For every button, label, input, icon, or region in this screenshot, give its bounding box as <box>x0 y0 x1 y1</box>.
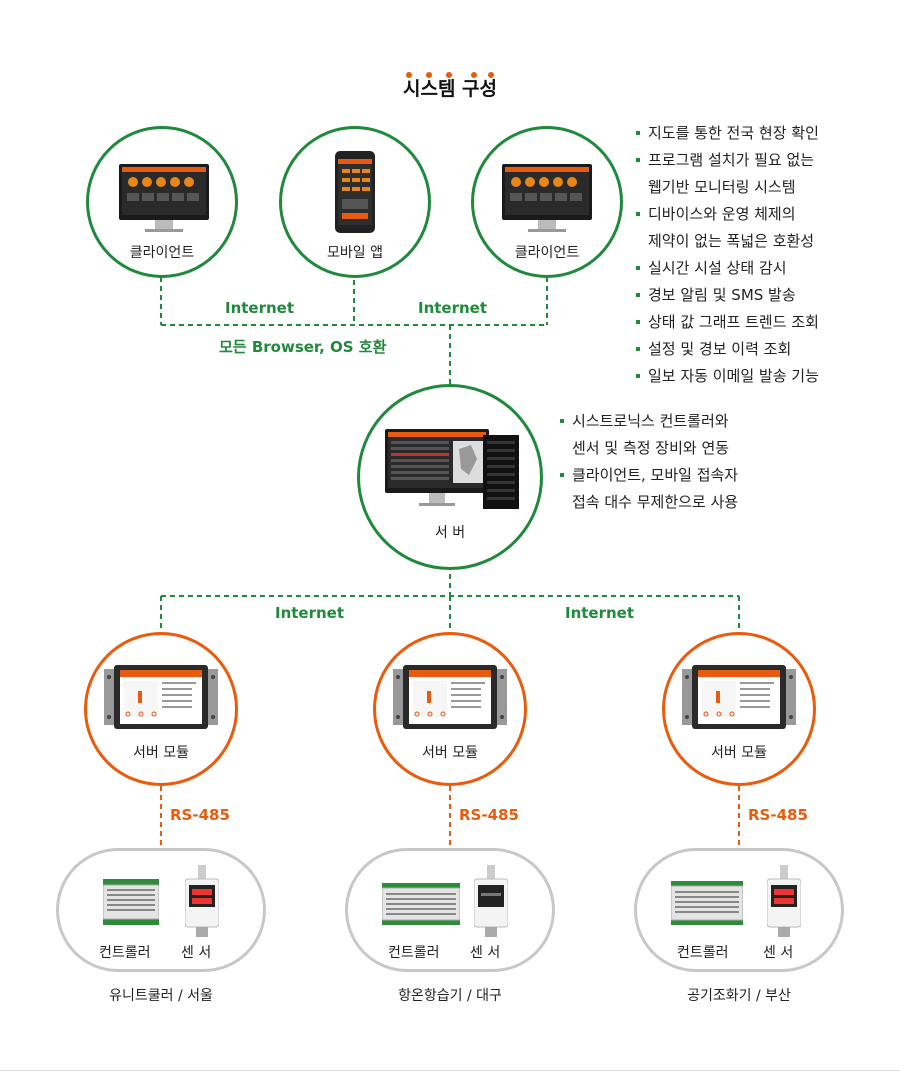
module-device-icon <box>393 665 507 733</box>
client-label: 클라이언트 <box>129 245 195 261</box>
compat-label: 모든 Browser, OS 호환 <box>219 338 387 356</box>
server-module-node-1: 서버 모듈 <box>84 632 238 786</box>
feature-item: 프로그램 설치가 필요 없는 <box>636 147 819 174</box>
sensor-icon <box>766 865 802 943</box>
client-node-1: 클라이언트 <box>86 126 238 278</box>
sensor-label: 센 서 <box>181 945 212 961</box>
device-group-3: 컨트롤러 센 서 <box>634 848 844 972</box>
sensor-label: 센 서 <box>470 945 501 961</box>
feature-item-cont: 웹기반 모니터링 시스템 <box>648 178 796 196</box>
sensor-icon <box>473 865 509 943</box>
internet-label: Internet <box>418 299 488 317</box>
feature-item-cont: 접속 대수 무제한으로 사용 <box>572 493 739 511</box>
internet-label: Internet <box>275 604 345 622</box>
server-node: 서 버 <box>357 384 543 570</box>
site-label: 항온항습기 / 대구 <box>398 988 502 1004</box>
mobile-label: 모바일 앱 <box>327 245 383 261</box>
monitor-icon <box>119 164 209 238</box>
feature-item: 실시간 시설 상태 감시 <box>636 255 819 282</box>
smartphone-icon <box>335 151 375 237</box>
feature-item: 시스트로닉스 컨트롤러와 <box>560 408 738 435</box>
module-device-icon <box>104 665 218 733</box>
server-label: 서 버 <box>434 525 466 541</box>
monitor-icon <box>502 164 592 238</box>
title-dots <box>404 72 496 80</box>
controller-label: 컨트롤러 <box>677 945 729 961</box>
sensor-label: 센 서 <box>763 945 794 961</box>
client-node-2: 클라이언트 <box>471 126 623 278</box>
feature-item: 클라이언트, 모바일 접속자 <box>560 462 738 489</box>
feature-item: 설정 및 경보 이력 조회 <box>636 336 819 363</box>
module-label: 서버 모듈 <box>133 745 189 761</box>
feature-item: 디바이스와 운영 체제의 <box>636 201 819 228</box>
module-label: 서버 모듈 <box>422 745 478 761</box>
rs485-label: RS-485 <box>170 806 230 824</box>
device-group-1: 컨트롤러 센 서 <box>56 848 266 972</box>
controller-icon <box>381 883 461 929</box>
page-title: 시스템 구성 <box>402 78 497 100</box>
client-label: 클라이언트 <box>514 245 580 261</box>
feature-item-cont: 센서 및 측정 장비와 연동 <box>572 439 730 457</box>
server-module-node-2: 서버 모듈 <box>373 632 527 786</box>
controller-label: 컨트롤러 <box>388 945 440 961</box>
bottom-divider <box>0 1070 900 1071</box>
site-label: 공기조화기 / 부산 <box>687 988 791 1004</box>
server-icon <box>385 429 521 515</box>
feature-item: 경보 알림 및 SMS 발송 <box>636 282 819 309</box>
site-label: 유니트쿨러 / 서울 <box>109 988 213 1004</box>
controller-label: 컨트롤러 <box>99 945 151 961</box>
feature-item-cont: 제약이 없는 폭넓은 호환성 <box>648 232 815 250</box>
mobile-node: 모바일 앱 <box>279 126 431 278</box>
controller-icon <box>102 879 160 929</box>
rs485-label: RS-485 <box>459 806 519 824</box>
feature-item: 일보 자동 이메일 발송 기능 <box>636 363 819 390</box>
module-label: 서버 모듈 <box>711 745 767 761</box>
device-group-2: 컨트롤러 센 서 <box>345 848 555 972</box>
feature-item: 상태 값 그래프 트렌드 조회 <box>636 309 819 336</box>
sensor-icon <box>184 865 220 943</box>
feature-item: 지도를 통한 전국 현장 확인 <box>636 120 819 147</box>
module-device-icon <box>682 665 796 733</box>
server-module-node-3: 서버 모듈 <box>662 632 816 786</box>
internet-label: Internet <box>225 299 295 317</box>
internet-label: Internet <box>565 604 635 622</box>
controller-icon <box>670 881 744 929</box>
server-feature-list: 시스트로닉스 컨트롤러와 센서 및 측정 장비와 연동 클라이언트, 모바일 접… <box>560 408 738 516</box>
client-feature-list: 지도를 통한 전국 현장 확인 프로그램 설치가 필요 없는 웹기반 모니터링 … <box>636 120 819 390</box>
rs485-label: RS-485 <box>748 806 808 824</box>
